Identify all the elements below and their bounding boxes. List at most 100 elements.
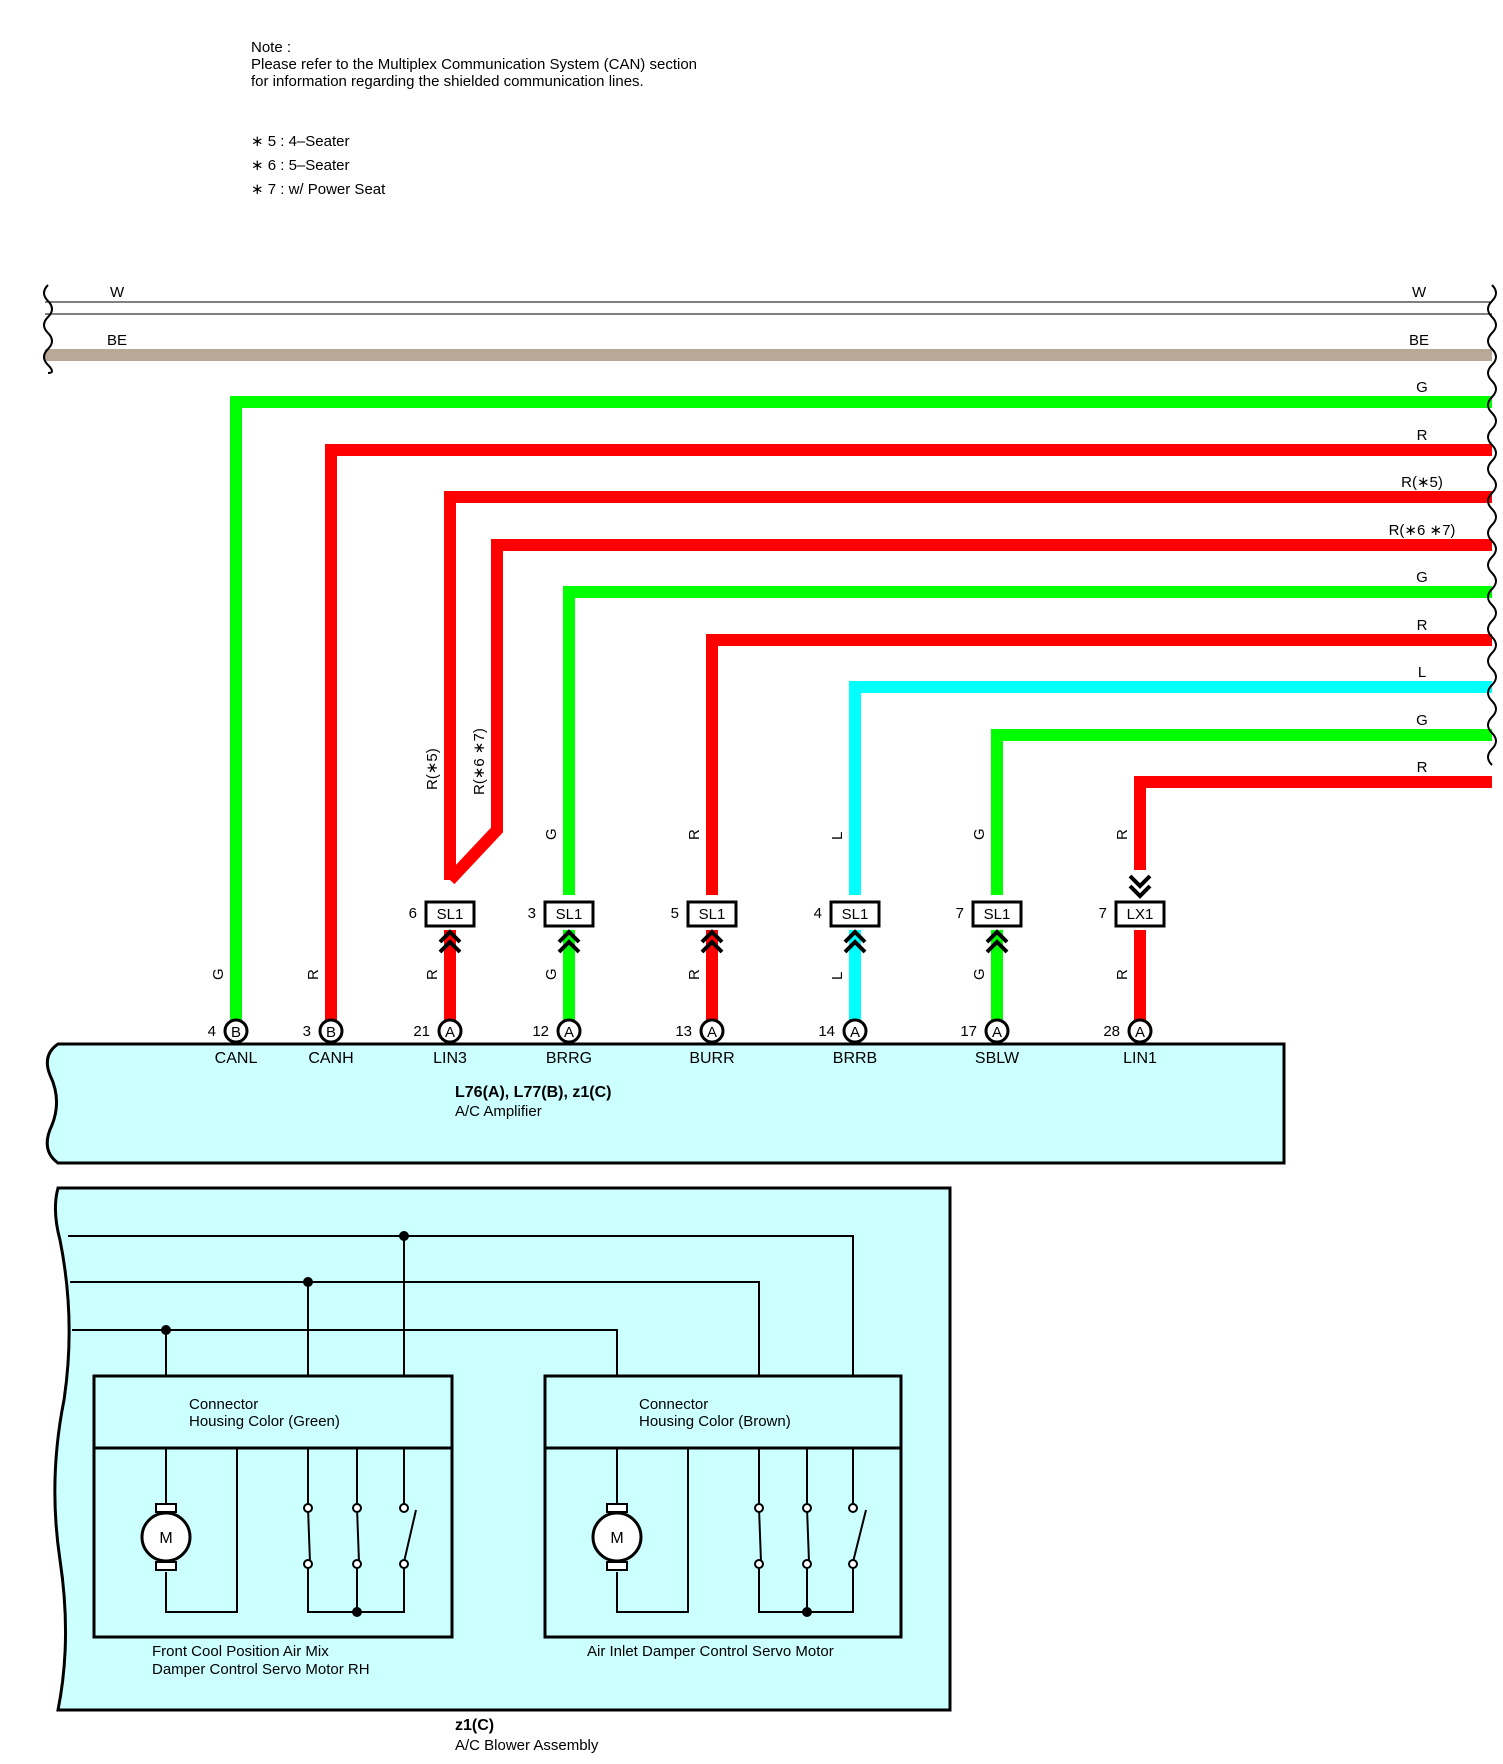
pin-sblw-num: 17 [960,1023,977,1040]
pin-canl-num: 4 [208,1023,216,1040]
connector-lin3: 6 SL1 [409,900,476,954]
pin-sblw: 17 A SBLW [960,1018,1020,1067]
amplifier-code: L76(A), L77(B), z1(C) [455,1084,611,1101]
wire-canl [230,396,1492,1020]
connector-lin1-name: LX1 [1127,906,1154,923]
pin-lin1-name: LIN1 [1123,1050,1157,1067]
lower-wire-labels: G R R G R L G R [210,968,1131,980]
note-line-2: for information regarding the shielded c… [251,73,644,90]
pin-canh-conn: B [326,1024,336,1041]
pin-canl-name: CANL [215,1050,258,1067]
motor-icon: M [140,1503,192,1571]
pin-canl: 4 B CANL [208,1018,258,1067]
lower-label-sblw: G [971,968,988,980]
pin-canh: 3 B CANH [303,1018,354,1067]
vlabel-r67: R(∗6 ∗7) [471,728,488,795]
pin-brrb-num: 14 [818,1023,835,1040]
pin-brrb-name: BRRB [833,1050,877,1067]
pin-sblw-conn: A [992,1024,1002,1041]
blower-name: A/C Blower Assembly [455,1737,599,1754]
pin-sblw-name: SBLW [975,1050,1020,1067]
right-wire-labels: G R R(∗5) R(∗6 ∗7) G R L G R [1389,379,1456,776]
connector-brrg-num: 3 [528,905,536,922]
pin-brrg-name: BRRG [546,1050,592,1067]
connector-brrb: 4 SL1 [814,900,881,954]
connector-sblw-num: 7 [956,905,964,922]
break-mark-right [1487,284,1497,766]
pin-lin3-num: 21 [413,1023,430,1040]
break-mark-left [43,284,53,374]
amplifier-name: A/C Amplifier [455,1103,542,1120]
bus-w-label-right: W [1412,284,1427,301]
blower-code: z1(C) [455,1717,494,1734]
pin-lin3-name: LIN3 [433,1050,467,1067]
pin-burr-conn: A [707,1024,717,1041]
wire-lin1-upper [1134,776,1492,870]
pin-burr-num: 13 [675,1023,692,1040]
pin-canl-conn: B [231,1024,241,1041]
wire-canh [325,444,1492,1020]
motor-module-left: Connector Housing Color (Green) M Front [92,1374,454,1678]
pin-brrb: 14 A BRRB [818,1018,877,1067]
lower-label-lin3: R [424,969,441,980]
lower-label-lin1: R [1114,969,1131,980]
motor-right-caption-1: Air Inlet Damper Control Servo Motor [587,1643,834,1660]
motor-icon: M [591,1503,643,1571]
connector-burr-name: SL1 [699,906,726,923]
pin-lin3-conn: A [445,1024,455,1041]
bus-be-label-left: BE [107,332,127,349]
pin-lin1-conn: A [1135,1024,1145,1041]
connector-sblw: 7 SL1 [956,900,1023,954]
motor-left-label: M [159,1530,172,1547]
pin-canh-num: 3 [303,1023,311,1040]
pin-burr: 13 A BURR [675,1018,735,1067]
connector-lin1: 7 LX1 [1099,874,1166,928]
amplifier-pins: 4 B CANL 3 B CANH 21 A LIN3 12 A BRRG 13… [208,1018,1157,1067]
connector-burr-num: 5 [671,905,679,922]
connector-lin1-num: 7 [1099,905,1107,922]
pin-brrg-num: 12 [532,1023,549,1040]
footnote-5: ∗ 5 : 4–Seater [251,133,349,150]
lower-label-brrb: L [829,972,846,980]
note-title: Note : [251,39,291,56]
junction-dot [303,1277,313,1287]
lower-label-brrg: G [543,968,560,980]
harness-wires [230,396,1492,1020]
upper-label-lin1: R [1114,829,1131,840]
pin-brrg-conn: A [564,1024,574,1041]
chevron-up-icon [985,929,1009,954]
chevron-up-icon [557,929,581,954]
right-label-9: R [1417,759,1428,776]
connector-brrg-name: SL1 [556,906,583,923]
pin-lin1-num: 28 [1103,1023,1120,1040]
chevron-down-icon [1128,874,1152,899]
junction-dot [161,1325,171,1335]
right-label-2: R [1417,427,1428,444]
connector-burr: 5 SL1 [671,900,738,954]
motor-right-label: M [610,1530,623,1547]
blower-internal-lines [68,1235,854,1376]
wire-burr-upper [706,634,1492,895]
bus-w: W W [45,284,1492,315]
bus-w-label-left: W [110,284,125,301]
upper-label-burr: R [686,829,703,840]
upper-label-brrg: G [543,828,560,840]
right-label-5: G [1416,569,1428,586]
right-label-6: R [1417,617,1428,634]
wire-brrg-upper [563,586,1492,895]
pin-burr-name: BURR [689,1050,734,1067]
bus-be: BE BE [45,332,1492,361]
motor-left-header-1: Connector [189,1396,258,1413]
right-label-4: R(∗6 ∗7) [1389,522,1456,539]
switch-contacts [303,1503,409,1569]
right-label-3: R(∗5) [1401,474,1443,491]
bus-be-label-right: BE [1409,332,1429,349]
lower-label-canh: R [305,969,322,980]
connector-lin3-name: SL1 [437,906,464,923]
upper-label-brrb: L [829,832,846,840]
motor-left-caption-1: Front Cool Position Air Mix [152,1643,329,1660]
pin-lin1: 28 A LIN1 [1103,1018,1157,1067]
connector-brrb-num: 4 [814,905,822,922]
motor-right-header-2: Housing Color (Brown) [639,1413,791,1430]
